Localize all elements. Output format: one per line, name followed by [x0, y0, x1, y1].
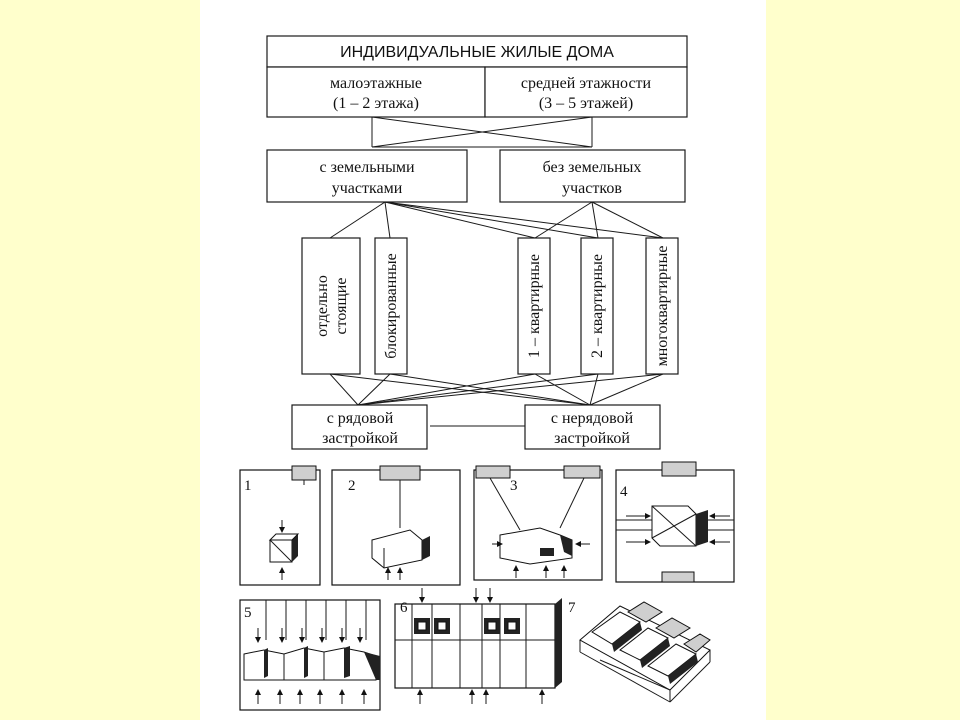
sketch-number-1: 1: [244, 478, 252, 494]
placement-nonrow-line2: застройкой: [554, 430, 630, 447]
type-one-apartment-label: 1 – квартирные: [526, 254, 543, 358]
type-two-apartment-label: 2 – квартирные: [589, 254, 606, 358]
placement-row-line1: с рядовой: [327, 410, 394, 427]
sketch-3: 3: [473, 465, 603, 581]
plots-with-line2: участками: [332, 180, 403, 197]
sketch-number-4: 4: [620, 484, 628, 500]
type-box-multi-apartment: многоквартирные: [645, 237, 679, 375]
title-box: ИНДИВИДУАЛЬНЫЕ ЖИЛЫЕ ДОМА: [266, 35, 688, 68]
sketch-number-3: 3: [510, 478, 518, 494]
placement-row-line2: застройкой: [322, 430, 398, 447]
sketch-5: 5: [239, 599, 381, 711]
sketch-number-7: 7: [568, 600, 576, 616]
plots-without-line2: участков: [562, 180, 622, 197]
plots-without-line1: без земельных: [543, 159, 642, 176]
type-box-detached: отдельно стоящие: [301, 237, 361, 375]
connectors-types-placement: [329, 373, 664, 427]
storeys-low-line2: (1 – 2 этажа): [333, 95, 419, 112]
sketch-7: 7: [568, 600, 711, 703]
storeys-box-low: малоэтажные (1 – 2 этажа): [266, 66, 486, 118]
slide-page: ИНДИВИДУАЛЬНЫЕ ЖИЛЫЕ ДОМА малоэтажные (1…: [200, 0, 766, 720]
storeys-mid-line2: (3 – 5 этажей): [539, 95, 633, 112]
diagram-title: ИНДИВИДУАЛЬНЫЕ ЖИЛЫЕ ДОМА: [340, 44, 614, 61]
sketch-number-6: 6: [400, 600, 408, 616]
plots-box-without: без земельных участков: [499, 149, 686, 203]
storeys-box-mid: средней этажности (3 – 5 этажей): [484, 66, 688, 118]
placement-nonrow-line1: с нерядовой: [551, 410, 634, 427]
classification-diagram: ИНДИВИДУАЛЬНЫЕ ЖИЛЫЕ ДОМА малоэтажные (1…: [239, 35, 735, 711]
type-detached-line1: отдельно: [314, 275, 331, 337]
plots-with-line1: с земельными: [319, 159, 414, 176]
placement-box-row: с рядовой застройкой: [291, 404, 428, 450]
placement-box-nonrow: с нерядовой застройкой: [524, 404, 661, 450]
connectors-storeys-plots: [371, 116, 593, 148]
sketch-6: 6: [394, 588, 562, 704]
sketch-number-2: 2: [348, 478, 356, 494]
sketch-1: 1: [239, 465, 321, 586]
type-box-one-apartment: 1 – квартирные: [517, 237, 551, 375]
storeys-mid-line1: средней этажности: [521, 75, 652, 92]
type-box-two-apartment: 2 – квартирные: [580, 237, 614, 375]
type-detached-line2: стоящие: [333, 278, 350, 335]
sketch-number-5: 5: [244, 605, 252, 621]
sketch-4: 4: [615, 461, 735, 583]
storeys-low-line1: малоэтажные: [330, 75, 422, 92]
type-box-blocked: блокированные: [374, 237, 408, 375]
sketch-2: 2: [331, 465, 461, 586]
type-blocked-label: блокированные: [383, 253, 400, 358]
plots-box-with: с земельными участками: [266, 149, 468, 203]
type-multi-apartment-label: многоквартирные: [654, 246, 671, 367]
connectors-plots-types: [329, 201, 664, 239]
